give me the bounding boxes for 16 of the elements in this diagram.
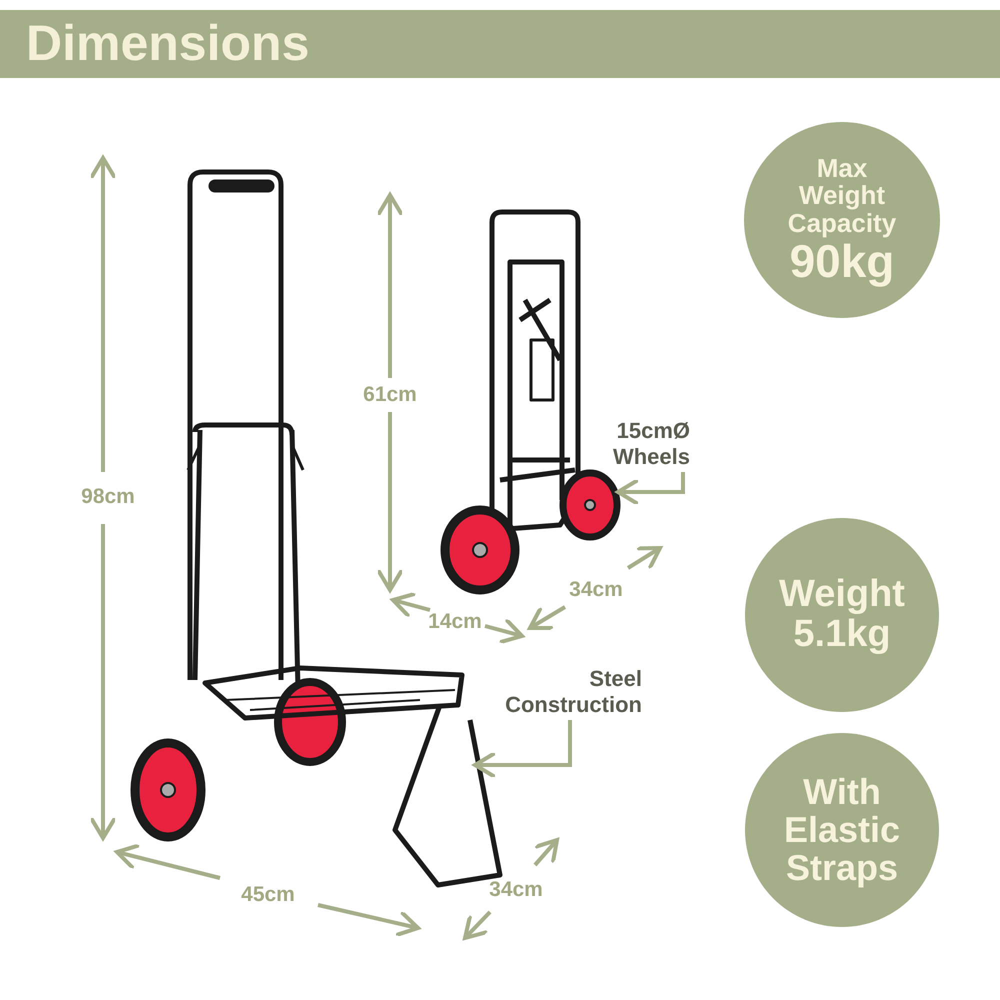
dimension-label: 45cm bbox=[241, 883, 295, 907]
leader-line bbox=[616, 472, 685, 506]
badge-text: Max Weight Capacity bbox=[786, 154, 898, 237]
badge-value: 90kg bbox=[790, 236, 894, 286]
heading: Dimensions bbox=[26, 14, 310, 72]
wheel bbox=[560, 470, 620, 540]
dimension-label: 34cm bbox=[489, 878, 543, 902]
badge-text: With Elastic Straps bbox=[782, 773, 902, 887]
dimension-label: 61cm bbox=[363, 383, 417, 407]
leader-line bbox=[473, 720, 572, 779]
badge-text: Weight 5.1kg bbox=[778, 575, 906, 655]
dimension-label: 34cm bbox=[569, 578, 623, 602]
callout-label: 15cmØ Wheels bbox=[590, 418, 690, 471]
dimension-label: 14cm bbox=[428, 610, 482, 634]
dimension-label: 98cm bbox=[81, 485, 135, 509]
callout-label: Steel Construction bbox=[470, 666, 642, 719]
